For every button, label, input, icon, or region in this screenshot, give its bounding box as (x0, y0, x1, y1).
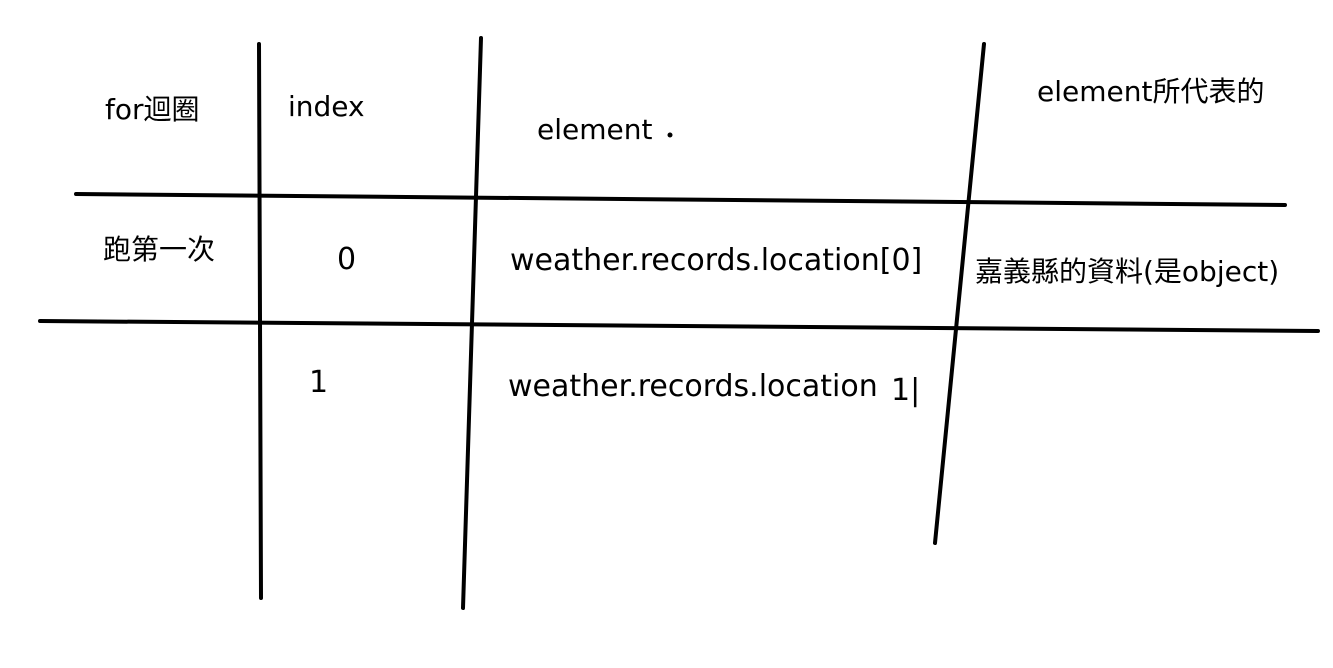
row1-index: 0 (337, 242, 357, 277)
header-element: element (537, 113, 653, 146)
row2-element: weather.records.location (508, 369, 878, 404)
row1-iteration: 跑第一次 (103, 233, 216, 266)
header-for-loop: for迴圈 (105, 93, 200, 126)
row2-index: 1 (309, 365, 329, 400)
header-index: index (288, 90, 365, 123)
row2-element-suffix: 1| (891, 373, 921, 408)
header-element-meaning: element所代表的 (1037, 75, 1265, 108)
divider-header-row1 (74, 192, 1287, 207)
divider-row1-row2 (38, 319, 1320, 333)
row1-meaning: 嘉義縣的資料(是object) (975, 255, 1280, 288)
pen-dot (667, 132, 673, 138)
divider-col3-col4 (933, 42, 986, 545)
row1-element: weather.records.location[0] (510, 243, 923, 278)
